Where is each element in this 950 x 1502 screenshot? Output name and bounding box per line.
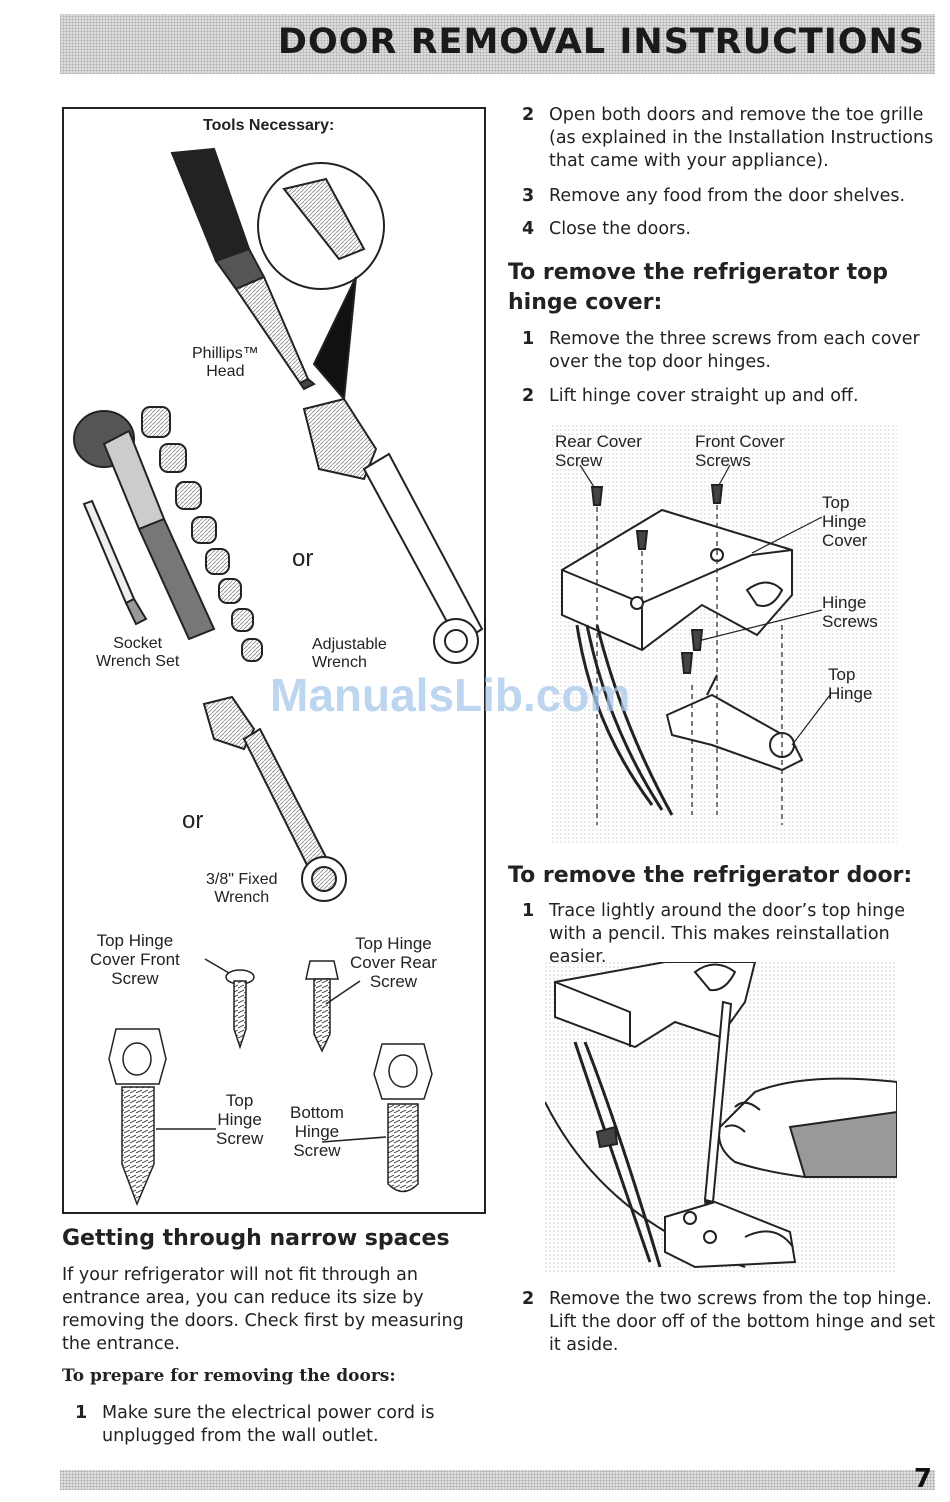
- list-item: 1 Trace lightly around the door’s top hi…: [522, 900, 937, 969]
- top-hinge-screw-label: Top Hinge Screw: [216, 1091, 264, 1148]
- list-item: 2 Open both doors and remove the toe gri…: [522, 104, 937, 173]
- watermark: ManualsLib.com: [270, 669, 631, 721]
- adjustable-wrench-icon: [302, 397, 484, 664]
- step-text: Make sure the electrical power cord is u…: [102, 1403, 435, 1446]
- step-text: Close the doors.: [549, 219, 691, 239]
- rear-screw-icon: [305, 960, 361, 1053]
- step-text: Lift hinge cover straight up and off.: [549, 386, 859, 406]
- step-number: 2: [522, 386, 535, 406]
- fixed-wrench-icon: [202, 695, 347, 902]
- list-item: 2 Remove the two screws from the top hin…: [522, 1288, 937, 1357]
- list-item: 2 Lift hinge cover straight up and off.: [522, 385, 937, 408]
- door-heading: To remove the refrigerator door:: [508, 863, 913, 888]
- step-number: 4: [522, 219, 535, 239]
- hinge-screws-label: Hinge Screws: [822, 593, 878, 631]
- list-item: 1 Make sure the electrical power cord is…: [75, 1402, 475, 1448]
- front-screw-label: Top Hinge Cover Front Screw: [90, 931, 180, 988]
- page-number: 7: [913, 1464, 932, 1494]
- rear-screw-label: Top Hinge Cover Rear Screw: [350, 934, 437, 991]
- phillips-tip-icon: [257, 162, 385, 402]
- step-number: 1: [522, 901, 535, 921]
- list-item: 3 Remove any food from the door shelves.: [522, 185, 937, 208]
- top-hinge-label: Top Hinge: [828, 665, 873, 703]
- socket-label: Socket Wrench Set: [96, 635, 180, 670]
- page-title: DOOR REMOVAL INSTRUCTIONS: [277, 22, 925, 62]
- narrow-spaces-paragraph: If your refrigerator will not fit throug…: [62, 1265, 464, 1354]
- list-item: 4 Close the doors.: [522, 218, 937, 241]
- or-label-1: or: [292, 545, 314, 572]
- step-text: Remove any food from the door shelves.: [549, 186, 906, 206]
- list-item: 1 Remove the three screws from each cove…: [522, 328, 937, 374]
- step-text: Remove the two screws from the top hinge…: [549, 1289, 936, 1355]
- step-text: Trace lightly around the door’s top hing…: [549, 901, 906, 967]
- tools-heading: Tools Necessary:: [203, 117, 335, 134]
- tools-illustration: [73, 147, 484, 1207]
- step-number: 3: [522, 186, 535, 206]
- screwdriver-icon: [170, 147, 316, 391]
- step-number: 1: [522, 329, 535, 349]
- narrow-spaces-heading: Getting through narrow spaces: [62, 1226, 450, 1251]
- front-cover-screws-label: Front Cover Screws: [695, 432, 785, 470]
- step-number: 2: [522, 1289, 535, 1309]
- header-banner: DOOR REMOVAL INSTRUCTIONS: [60, 14, 935, 74]
- step-number: 1: [75, 1403, 88, 1423]
- bottom-hinge-screw-icon: [321, 1043, 433, 1193]
- hinge-cover-figure: Rear Cover Screw Front Cover Screws Top …: [552, 425, 897, 845]
- tools-box: Tools Necessary: Phillips™ Head Socket W…: [62, 107, 486, 1214]
- phillips-label: Phillips™ Head: [192, 345, 259, 380]
- front-screw-icon: [204, 958, 255, 1050]
- rear-cover-screw-label: Rear Cover Screw: [555, 432, 642, 470]
- or-label-2: or: [182, 807, 204, 834]
- prepare-heading: To prepare for removing the doors:: [62, 1366, 396, 1386]
- adjustable-label: Adjustable Wrench: [312, 636, 387, 671]
- top-hinge-cover-label: Top Hinge Cover: [822, 493, 868, 550]
- step-number: 2: [522, 105, 535, 125]
- trace-hinge-figure: [544, 961, 898, 1272]
- socket-wrench-icon: [73, 406, 263, 662]
- fixed-wrench-label: 3/8" Fixed Wrench: [206, 871, 278, 906]
- bottom-hinge-screw-label: Bottom Hinge Screw: [290, 1103, 344, 1160]
- top-hinge-screw-icon: [108, 1028, 216, 1207]
- hinge-cover-illustration: [552, 425, 897, 845]
- footer-bar: [60, 1470, 935, 1490]
- step-text: Remove the three screws from each cover …: [549, 329, 920, 372]
- trace-hinge-illustration: [544, 961, 898, 1272]
- step-text: Open both doors and remove the toe grill…: [549, 105, 934, 171]
- hinge-cover-heading: To remove the refrigerator top hinge cov…: [508, 260, 888, 315]
